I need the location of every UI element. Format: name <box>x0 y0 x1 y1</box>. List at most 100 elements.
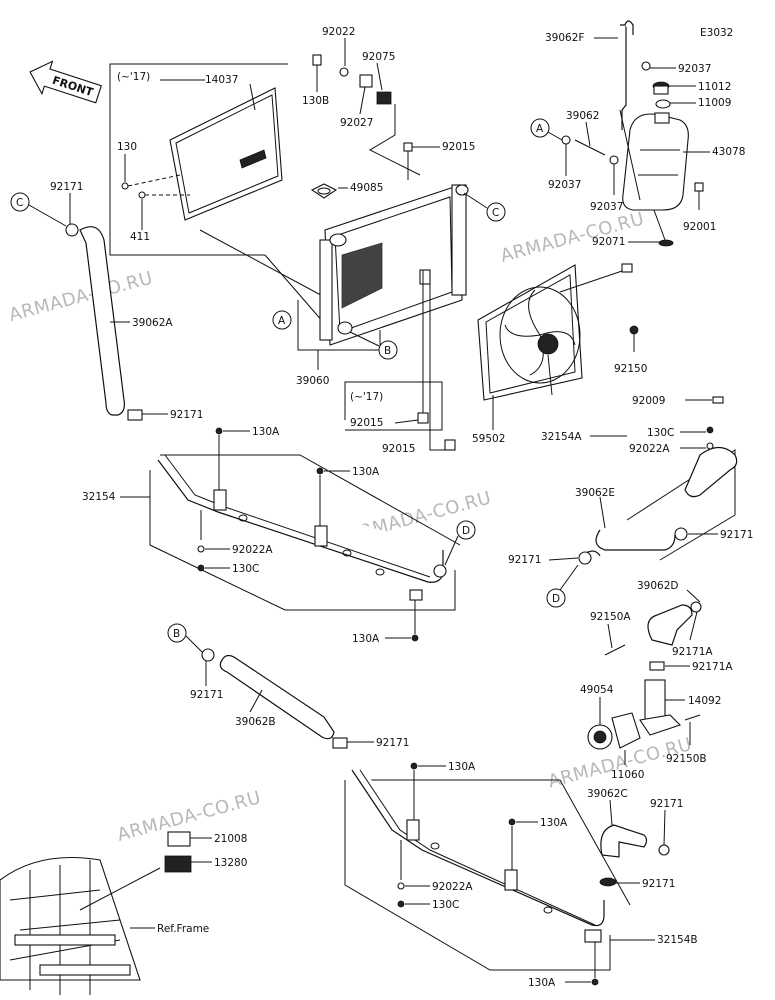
label-92009: 92009 <box>632 395 665 407</box>
label-39060: 39060 <box>296 375 329 387</box>
ref-letter: C <box>492 207 499 219</box>
radiator-screen <box>169 87 283 221</box>
label-92171A-a: 92171A <box>672 646 713 658</box>
label-92171A-b: 92171A <box>692 661 733 673</box>
bracket-box: (~'17) 92015 <box>344 270 443 431</box>
label-32154: 32154 <box>82 491 116 503</box>
variant-note-2: (~'17) <box>350 391 383 403</box>
label-43078: 43078 <box>712 146 745 158</box>
label-92037-right: 92037 <box>590 201 623 213</box>
label-49085: 49085 <box>350 182 383 194</box>
label-92022A-b: 92022A <box>629 443 670 455</box>
ref-D-right: D <box>546 588 566 608</box>
ref-A-right: A <box>530 118 550 138</box>
label-130A-f: 130A <box>528 977 556 989</box>
label-92150: 92150 <box>614 363 647 375</box>
variant-note: (~'17) <box>117 71 150 83</box>
label-32154B: 32154B <box>657 934 698 946</box>
label-32154A: 32154A <box>541 431 582 443</box>
label-39062A: 39062A <box>132 317 173 329</box>
label-130A-b: 130A <box>352 466 380 478</box>
label-92037-top: 92037 <box>678 63 711 75</box>
hose-group-right <box>578 396 738 565</box>
top-fasteners: 92022 92075 130B 92027 <box>302 26 421 176</box>
label-92022A-a: 92022A <box>232 544 273 556</box>
label-92015-bottom: 92015 <box>382 443 415 455</box>
label-130B: 130B <box>302 95 329 107</box>
label-92171-d: 92171 <box>190 689 223 701</box>
label-21008: 21008 <box>214 833 247 845</box>
ref-letter: A <box>536 123 544 135</box>
radiator-screen-group: (~'17) 14037 130 411 <box>109 63 288 256</box>
label-92150A: 92150A <box>590 611 631 623</box>
ref-C-radiator: C <box>486 202 506 222</box>
label-14092: 14092 <box>688 695 721 707</box>
pipe-32154 <box>149 454 461 611</box>
pipe-32154B <box>344 769 631 971</box>
tank-hose-39062 <box>561 135 619 165</box>
label-92037-left: 92037 <box>548 179 581 191</box>
label-130C-c: 130C <box>432 899 459 911</box>
label-11009: 11009 <box>698 97 731 109</box>
label-92171-g: 92171 <box>642 878 675 890</box>
ref-B-lower: B <box>167 623 187 643</box>
screen-mesh <box>239 149 267 169</box>
label-92171-b: 92171 <box>720 529 753 541</box>
label-59502: 59502 <box>472 433 505 445</box>
label-92015-box: 92015 <box>350 417 383 429</box>
radiator <box>310 183 469 346</box>
label-13280: 13280 <box>214 857 247 869</box>
label-39062E: 39062E <box>575 487 615 499</box>
label-92171-ul: 92171 <box>50 181 83 193</box>
label-92071: 92071 <box>592 236 625 248</box>
thermostat-group <box>587 601 702 750</box>
label-11012: 11012 <box>698 81 731 93</box>
label-92150B: 92150B <box>666 753 707 765</box>
label-92171-c: 92171 <box>508 554 541 566</box>
ref-letter: C <box>16 197 23 209</box>
ref-frame-label: Ref.Frame <box>157 923 209 935</box>
ref-B-radiator: B <box>378 340 398 360</box>
label-14037: 14037 <box>205 74 238 86</box>
hose-39062B <box>201 648 348 749</box>
label-92075: 92075 <box>362 51 395 63</box>
ref-letter: D <box>462 525 470 537</box>
label-39062F: 39062F <box>545 32 584 44</box>
diagram-code: E3032 <box>700 27 733 39</box>
label-130A-d: 130A <box>448 761 476 773</box>
label-92022: 92022 <box>322 26 355 38</box>
hose-39062A <box>65 223 143 421</box>
ref-letter: D <box>552 593 560 605</box>
bolt-130 <box>121 182 129 190</box>
label-92015-top: 92015 <box>442 141 475 153</box>
ref-D-pipe: D <box>456 520 476 540</box>
label-92001: 92001 <box>683 221 716 233</box>
frame-reference <box>0 856 161 995</box>
ref-letter: A <box>278 315 286 327</box>
label-39062: 39062 <box>566 110 599 122</box>
label-130A-a: 130A <box>252 426 280 438</box>
radiator-cap-49085 <box>310 183 338 199</box>
label-130: 130 <box>117 141 137 153</box>
label-130A-e: 130A <box>540 817 568 829</box>
label-92171-f: 92171 <box>650 798 683 810</box>
label-92027: 92027 <box>340 117 373 129</box>
label-92171-a: 92171 <box>170 409 203 421</box>
washer-411 <box>138 191 146 199</box>
hose-39062C <box>599 824 670 887</box>
label-49054: 49054 <box>580 684 614 696</box>
label-92171-e: 92171 <box>376 737 409 749</box>
ref-A-top: A <box>272 310 292 330</box>
ref-letter: B <box>173 628 180 640</box>
label-92022A-c: 92022A <box>432 881 473 893</box>
fan-shroud-59502 <box>477 263 639 401</box>
label-11060: 11060 <box>611 769 644 781</box>
clamp-parts <box>164 831 192 873</box>
label-130C-a: 130C <box>232 563 259 575</box>
label-130A-c: 130A <box>352 633 380 645</box>
label-39062C: 39062C <box>587 788 628 800</box>
reserve-tank-43078 <box>622 81 704 247</box>
front-arrow-icon: FRONT <box>29 60 103 104</box>
